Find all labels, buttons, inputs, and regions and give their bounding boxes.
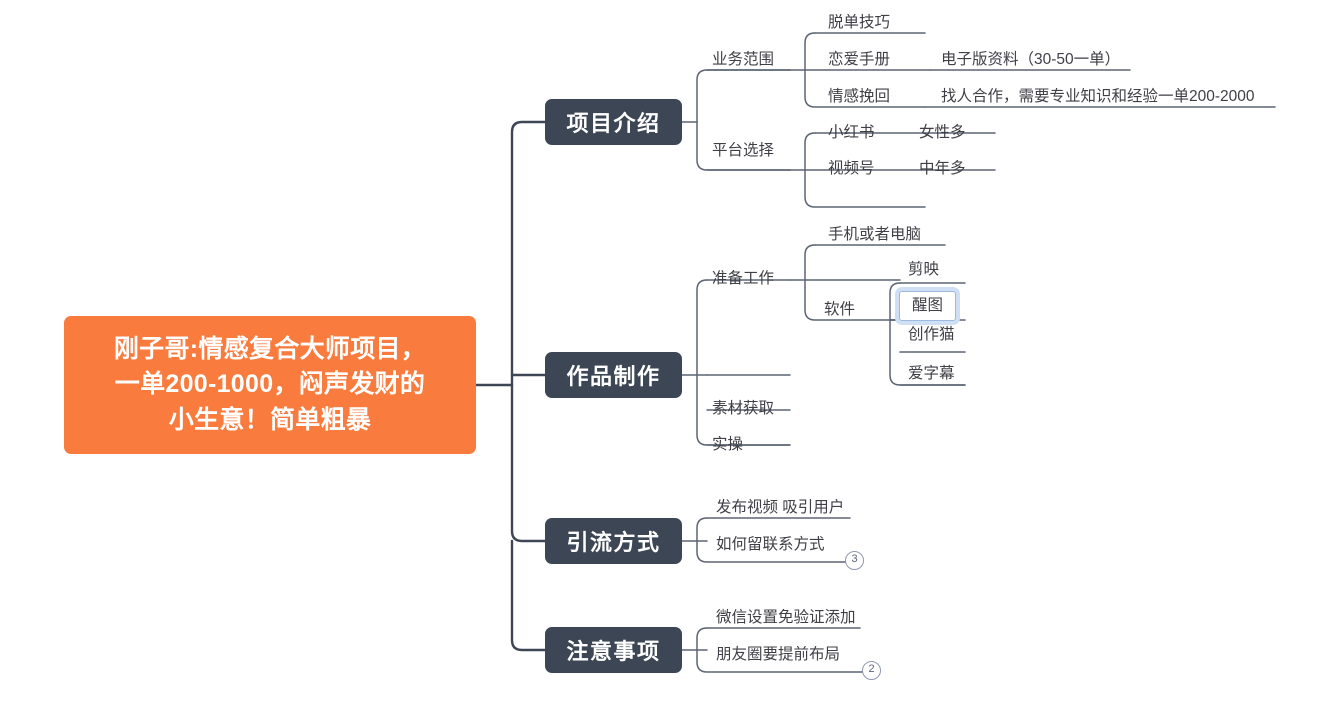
root-line-2: 一单200-1000，闷声发财的 <box>114 370 426 399</box>
root-line-3: 小生意！简单粗暴 <box>168 405 372 434</box>
topic-middle-aged[interactable]: 中年多 <box>919 160 966 177</box>
branch-label: 项目介绍 <box>566 111 661 136</box>
root-node-label: 刚子哥:情感复合大师项目， 一单200-1000，闷声发财的 小生意！简单粗暴 <box>114 332 426 439</box>
topic-single-tips[interactable]: 脱单技巧 <box>828 14 891 31</box>
topic-leave-contact[interactable]: 如何留联系方式 <box>716 536 825 553</box>
topic-material-sourcing[interactable]: 素材获取 <box>712 400 775 417</box>
topic-love-handbook[interactable]: 恋爱手册 <box>828 51 891 68</box>
collapsed-count-badge-2[interactable]: 2 <box>862 661 881 680</box>
topic-xingtu-selected[interactable]: 醒图 <box>899 291 957 321</box>
branch-label: 引流方式 <box>566 530 661 555</box>
branch-label: 注意事项 <box>566 639 661 664</box>
topic-publish-video[interactable]: 发布视频 吸引用户 <box>716 499 845 516</box>
topic-phone-or-computer[interactable]: 手机或者电脑 <box>828 226 922 243</box>
topic-software[interactable]: 软件 <box>824 301 856 318</box>
root-line-1: 刚子哥:情感复合大师项目， <box>113 334 427 363</box>
topic-chuangzuomao[interactable]: 创作猫 <box>908 326 955 343</box>
branch-node-precautions[interactable]: 注意事项 <box>545 627 682 673</box>
topic-practice[interactable]: 实操 <box>712 436 744 453</box>
topic-video-account[interactable]: 视频号 <box>828 160 875 177</box>
topic-digital-material[interactable]: 电子版资料（30-50一单） <box>941 51 1121 68</box>
topic-aizimu[interactable]: 爱字幕 <box>908 365 955 382</box>
root-node[interactable]: 刚子哥:情感复合大师项目， 一单200-1000，闷声发财的 小生意！简单粗暴 <box>64 316 476 454</box>
branch-label: 作品制作 <box>566 364 661 389</box>
topic-emotion-recovery[interactable]: 情感挽回 <box>828 88 891 105</box>
topic-jianying[interactable]: 剪映 <box>908 261 940 278</box>
branch-node-traffic-method[interactable]: 引流方式 <box>545 518 682 564</box>
topic-xiaohongshu[interactable]: 小红书 <box>828 124 875 141</box>
topic-find-partner[interactable]: 找人合作，需要专业知识和经验 <box>941 88 1159 105</box>
collapsed-count-badge-3[interactable]: 3 <box>845 551 864 570</box>
topic-moments-layout[interactable]: 朋友圈要提前布局 <box>716 646 841 663</box>
topic-price-range[interactable]: 一单200-2000 <box>1158 88 1255 105</box>
branch-node-project-intro[interactable]: 项目介绍 <box>545 99 682 145</box>
branch-node-content-creation[interactable]: 作品制作 <box>545 352 682 398</box>
topic-platform-choice[interactable]: 平台选择 <box>712 142 775 159</box>
topic-more-female[interactable]: 女性多 <box>919 124 966 141</box>
topic-wechat-no-verify[interactable]: 微信设置免验证添加 <box>716 609 856 626</box>
topic-preparation[interactable]: 准备工作 <box>712 270 775 287</box>
topic-business-scope[interactable]: 业务范围 <box>712 51 775 68</box>
